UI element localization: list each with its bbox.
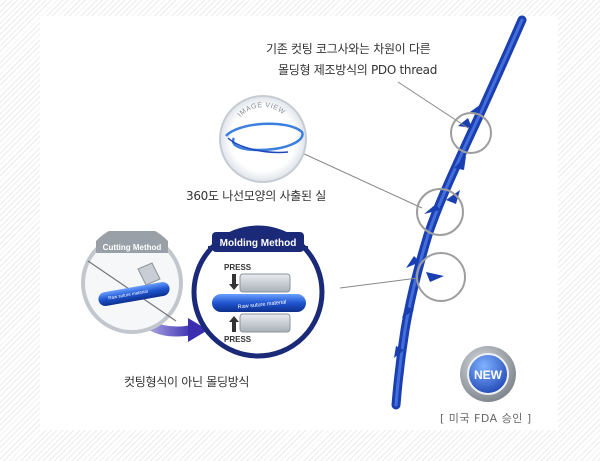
caption-spiral: 360도 나선모양의 사출된 실 xyxy=(186,189,326,203)
leader-line xyxy=(299,151,423,209)
caption-molding-way: 컷팅형식이 아닌 몰딩방식 xyxy=(124,375,250,389)
caption-top-line1: 기존 컷팅 코그사와는 차원이 다른 xyxy=(266,42,431,56)
cutting-material-label: Raw suture material xyxy=(108,289,148,301)
cutting-method-title: Cutting Method xyxy=(103,243,162,252)
magnifier-ring-middle xyxy=(416,188,464,236)
magnifier-ring-bottom xyxy=(416,252,466,302)
press-bottom-label: PRESS xyxy=(224,335,252,344)
molding-method-title: Molding Method xyxy=(220,238,297,249)
cutting-method-circle: Cutting Method Raw suture material xyxy=(81,231,183,334)
molding-material-label: Raw suture material xyxy=(237,299,286,310)
leader-line xyxy=(339,277,419,289)
fda-approval-note: [ 미국 FDA 승인 ] xyxy=(440,412,532,425)
new-badge-label: NEW xyxy=(474,368,503,382)
molding-method-circle: Molding Method PRESS PRESS Raw suture ma… xyxy=(191,225,325,359)
image-view-circle: IMAGE VIEW xyxy=(219,95,307,183)
press-top-label: PRESS xyxy=(224,263,252,272)
caption-top-line2: 몰딩형 제조방식의 PDO thread xyxy=(278,63,438,77)
magnifier-ring-top xyxy=(450,112,492,154)
new-badge: NEW xyxy=(460,346,516,402)
